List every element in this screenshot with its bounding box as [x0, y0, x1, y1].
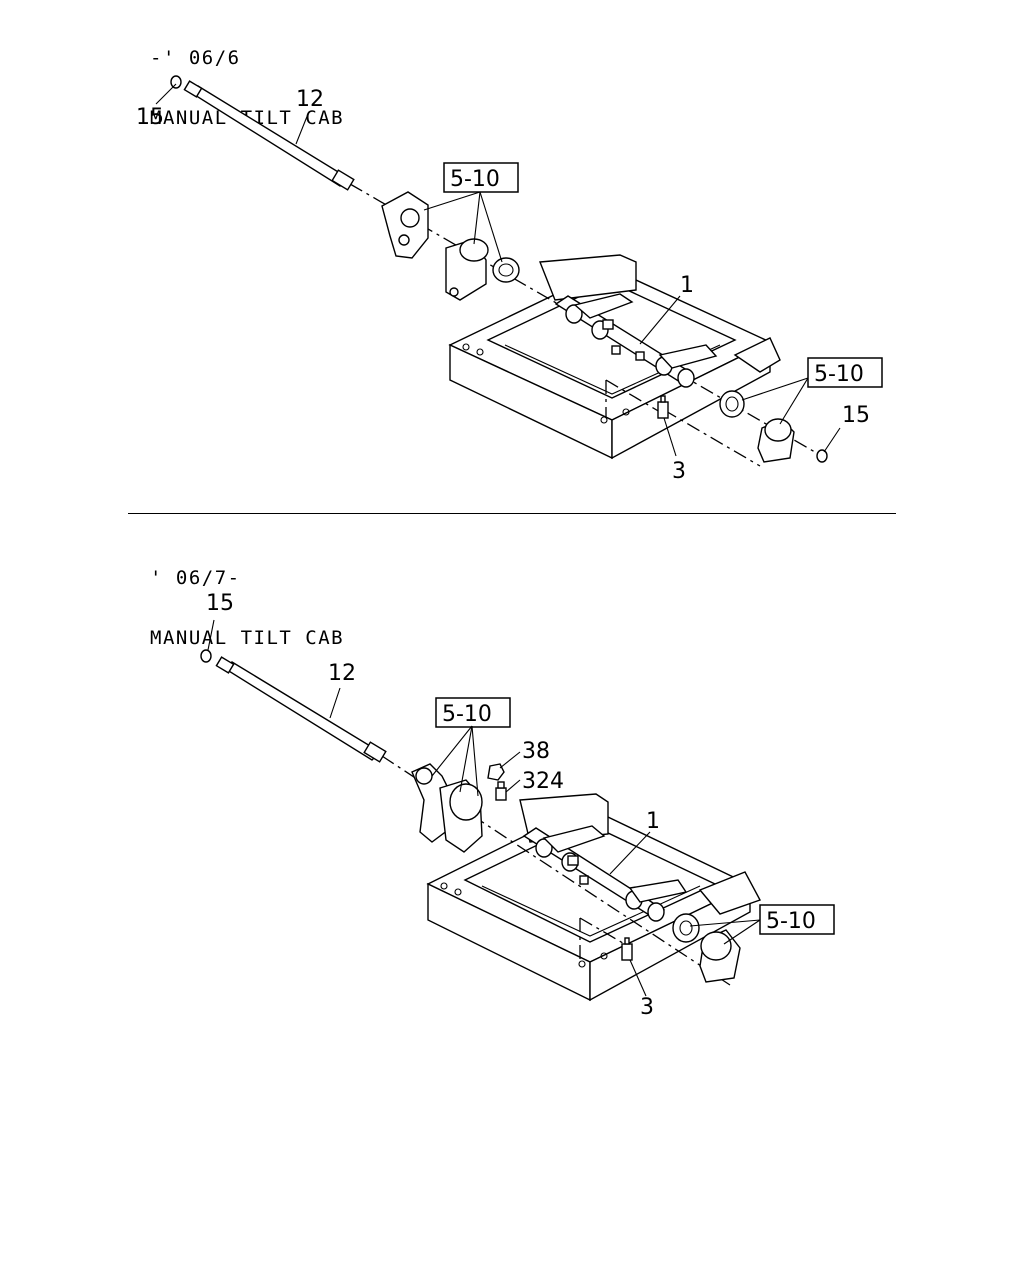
callout-5-10: 5-10 — [450, 167, 500, 192]
callout-15: 15 — [206, 591, 234, 616]
front-bush — [492, 257, 520, 283]
callout-1: 1 — [680, 273, 694, 298]
callout-12: 12 — [328, 661, 356, 686]
panel-divider — [128, 513, 896, 514]
rear-bush-holder — [757, 418, 795, 463]
callout-box — [759, 904, 835, 935]
panel2-period: ' 06/7- — [150, 567, 241, 589]
callout-324: 324 — [522, 769, 564, 794]
front-bush-holder — [445, 238, 489, 301]
callout-5-10: 5-10 — [442, 702, 492, 727]
front-bush-holder — [439, 779, 483, 853]
bolt-324 — [495, 781, 507, 801]
grease-nipple — [657, 395, 669, 419]
callouts: 15 12 5-10 38 324 1 5-10 3 — [206, 591, 835, 1020]
callout-box — [807, 357, 883, 388]
assembly-axis — [381, 755, 731, 986]
panel1-diagram: 15 12 5-10 1 5-10 15 3 — [136, 75, 883, 484]
leader-lines — [207, 619, 761, 997]
callout-box — [443, 162, 519, 193]
tilt-torsion-bar — [183, 80, 355, 191]
torsion-bar-bracket — [381, 191, 429, 259]
callout-1: 1 — [646, 809, 660, 834]
rear-bush-holder — [699, 929, 741, 983]
tilt-torsion-bar — [215, 656, 387, 763]
callout-box — [435, 697, 511, 728]
panel2-diagram: 15 12 5-10 38 324 1 5-10 3 — [200, 591, 835, 1020]
tilt-shaft — [554, 293, 718, 388]
tilt-shaft — [522, 825, 688, 922]
callout-5-10: 5-10 — [766, 909, 816, 934]
callout-3: 3 — [672, 459, 686, 484]
rear-bush — [719, 390, 745, 418]
callout-3: 3 — [640, 995, 654, 1020]
leader-lines — [155, 83, 841, 457]
callout-15: 15 — [842, 403, 870, 428]
snap-ring-front — [200, 649, 212, 663]
panel2-header: ' 06/7- MANUAL TILT CAB — [150, 528, 344, 668]
panel1-period: -' 06/6 — [150, 47, 241, 69]
grease-nipple — [621, 937, 633, 961]
callout-12: 12 — [296, 87, 324, 112]
snap-ring-front — [170, 75, 182, 89]
callout-15: 15 — [136, 105, 164, 130]
callout-38: 38 — [522, 739, 550, 764]
cab-frame — [448, 254, 781, 460]
rear-bush — [672, 913, 700, 943]
snap-ring-rear — [816, 449, 828, 463]
callouts: 15 12 5-10 1 5-10 15 3 — [136, 87, 883, 484]
callout-5-10: 5-10 — [814, 362, 864, 387]
panel2-title: MANUAL TILT CAB — [150, 627, 345, 649]
